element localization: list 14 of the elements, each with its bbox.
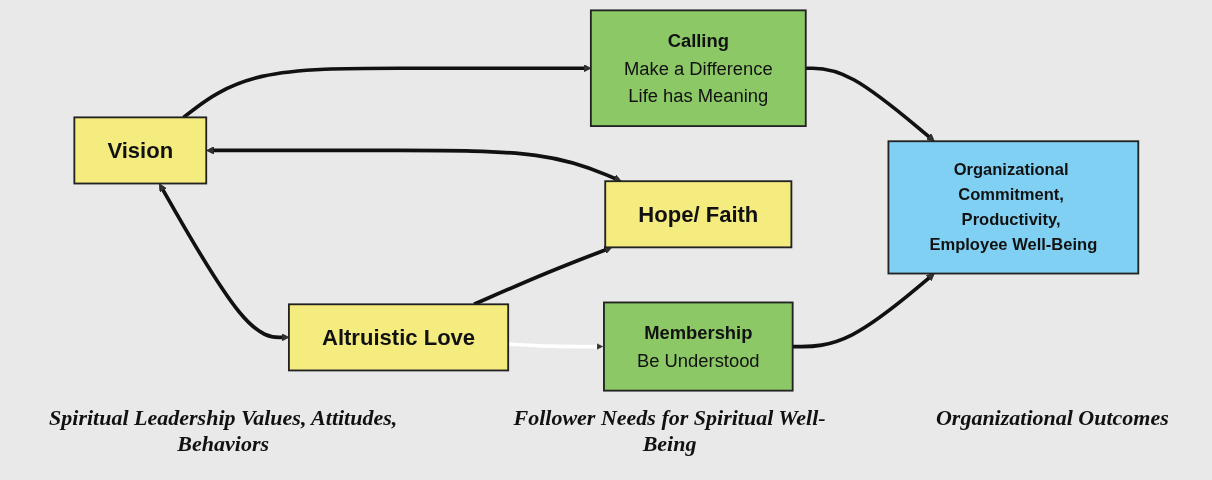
node-box: Calling Make a Difference Life has Meaning <box>589 8 807 127</box>
node-box: Membership Be Understood <box>602 301 794 392</box>
arrow <box>158 182 289 341</box>
node-box: Vision <box>73 115 207 184</box>
arrow <box>507 341 604 351</box>
arrow <box>805 65 935 142</box>
section-caption: Follower Needs for Spiritual Well-Being <box>512 405 827 457</box>
section-caption: Organizational Outcomes <box>935 405 1169 431</box>
node-box: Organizational Commitment, Productivity, Employee Well-Being <box>887 139 1139 274</box>
node-box: Hope/ Faith <box>603 179 792 248</box>
section-caption: Spiritual Leadership Values, Attitudes, Behaviors <box>48 405 399 457</box>
arrow <box>792 272 935 348</box>
node-box: Altruistic Love <box>287 302 509 371</box>
arrow <box>205 145 622 182</box>
